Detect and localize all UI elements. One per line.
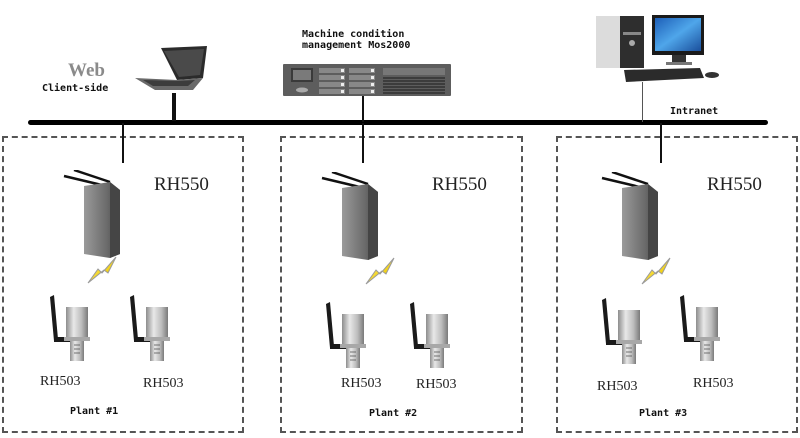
sensor-2-label: RH503 xyxy=(693,376,734,391)
workstation-connector-line xyxy=(642,82,643,122)
sensor-2-icon xyxy=(126,293,170,363)
laptop-icon xyxy=(133,44,209,94)
lightning-bolt-icon xyxy=(364,256,398,286)
client-title: Web xyxy=(68,60,105,81)
plant-name-label: Plant #3 xyxy=(639,408,688,419)
sensor-1-icon xyxy=(322,300,366,370)
lightning-bolt-icon xyxy=(640,256,674,286)
desktop-computer-icon xyxy=(594,12,724,84)
client-subtitle: Client-side xyxy=(42,83,109,94)
gateway-connector-line xyxy=(122,123,124,163)
sensor-1-label: RH503 xyxy=(341,376,382,391)
network-bus xyxy=(28,120,768,125)
lightning-bolt-icon xyxy=(86,255,120,285)
wireless-gateway-icon xyxy=(320,172,380,262)
plant-box-2 xyxy=(280,136,523,433)
gateway-connector-line xyxy=(362,123,364,163)
sensor-1-label: RH503 xyxy=(597,379,638,394)
sensor-2-icon xyxy=(676,293,720,363)
sensor-1-icon xyxy=(46,293,90,363)
intranet-label: Intranet xyxy=(670,106,719,117)
server-connector-line xyxy=(362,96,364,122)
gateway-connector-line xyxy=(660,123,662,163)
sensor-1-icon xyxy=(598,296,642,366)
gateway-label: RH550 xyxy=(432,174,487,195)
wireless-gateway-icon xyxy=(600,172,660,262)
plant-name-label: Plant #1 xyxy=(70,406,119,417)
client-connector-line xyxy=(172,93,176,121)
gateway-label: RH550 xyxy=(154,174,209,195)
server-label-line2: management Mos2000 xyxy=(302,40,411,51)
rack-server-icon xyxy=(283,64,451,96)
plant-name-label: Plant #2 xyxy=(369,408,418,419)
sensor-1-label: RH503 xyxy=(40,374,81,389)
gateway-label: RH550 xyxy=(707,174,762,195)
sensor-2-label: RH503 xyxy=(143,376,184,391)
plant-box-3 xyxy=(556,136,798,433)
wireless-gateway-icon xyxy=(62,170,122,260)
sensor-2-label: RH503 xyxy=(416,377,457,392)
sensor-2-icon xyxy=(406,300,450,370)
server-label-line1: Machine condition xyxy=(302,29,405,40)
